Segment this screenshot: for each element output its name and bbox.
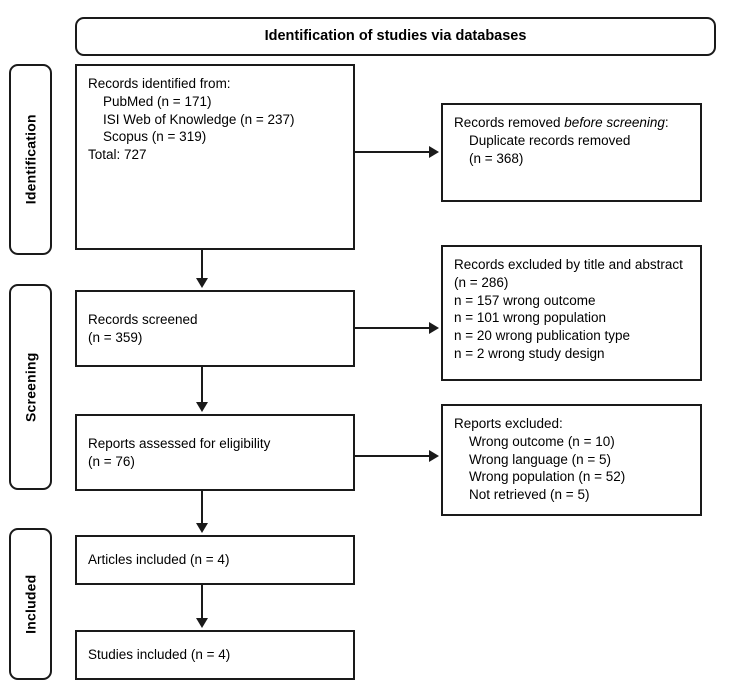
records-removed-emphasis: before screening [564, 115, 665, 130]
box-records-excluded-text: Records excluded by title and abstract (… [454, 257, 683, 362]
diagram-header-title: Identification of studies via databases [264, 27, 527, 44]
box-reports-assessed-for-eligibility: Reports assessed for eligibility (n = 76… [75, 414, 355, 491]
arrowhead-identified-to-screened [196, 278, 208, 288]
box-records-screened-text: Records screened (n = 359) [88, 311, 198, 345]
arrowhead-screened-to-assessed [196, 402, 208, 412]
box-articles-included: Articles included (n = 4) [75, 535, 355, 585]
arrowhead-assessed-to-articles [196, 523, 208, 533]
arrowhead-articles-to-studies [196, 618, 208, 628]
arrowhead-identified-to-removed [429, 146, 439, 158]
box-records-excluded: Records excluded by title and abstract (… [441, 245, 702, 381]
box-reports-excluded: Reports excluded: Wrong outcome (n = 10)… [441, 404, 702, 516]
box-reports-assessed-text: Reports assessed for eligibility (n = 76… [88, 435, 271, 469]
records-removed-lead: Records removed [454, 115, 565, 130]
arrowhead-screened-to-excluded [429, 322, 439, 334]
connector-screened-to-excluded [355, 327, 431, 329]
box-records-removed-text: Records removed before screening: Duplic… [454, 114, 669, 167]
stage-label-included-text: Included [22, 574, 39, 634]
box-records-removed-before-screening: Records removed before screening: Duplic… [441, 103, 702, 202]
stage-label-included: Included [9, 528, 52, 680]
records-removed-detail: : Duplicate records removed (n = 368) [469, 115, 669, 166]
stage-label-screening: Screening [9, 284, 52, 490]
connector-identified-to-screened [201, 250, 203, 280]
box-records-identified: Records identified from: PubMed (n = 171… [75, 64, 355, 250]
box-records-screened: Records screened (n = 359) [75, 290, 355, 367]
box-records-identified-text: Records identified from: PubMed (n = 171… [88, 76, 295, 163]
stage-label-identification-text: Identification [22, 114, 39, 205]
connector-articles-to-studies [201, 585, 203, 620]
connector-assessed-to-articles [201, 491, 203, 525]
stage-label-screening-text: Screening [22, 352, 39, 422]
connector-assessed-to-reports-excluded [355, 455, 431, 457]
box-studies-included: Studies included (n = 4) [75, 630, 355, 680]
box-reports-excluded-text: Reports excluded: Wrong outcome (n = 10)… [454, 416, 626, 503]
box-studies-included-text: Studies included (n = 4) [88, 647, 231, 663]
stage-label-identification: Identification [9, 64, 52, 255]
diagram-header-banner: Identification of studies via databases [75, 17, 716, 56]
connector-identified-to-removed [355, 151, 431, 153]
arrowhead-assessed-to-reports-excluded [429, 450, 439, 462]
connector-screened-to-assessed [201, 367, 203, 404]
box-articles-included-text: Articles included (n = 4) [88, 552, 230, 568]
